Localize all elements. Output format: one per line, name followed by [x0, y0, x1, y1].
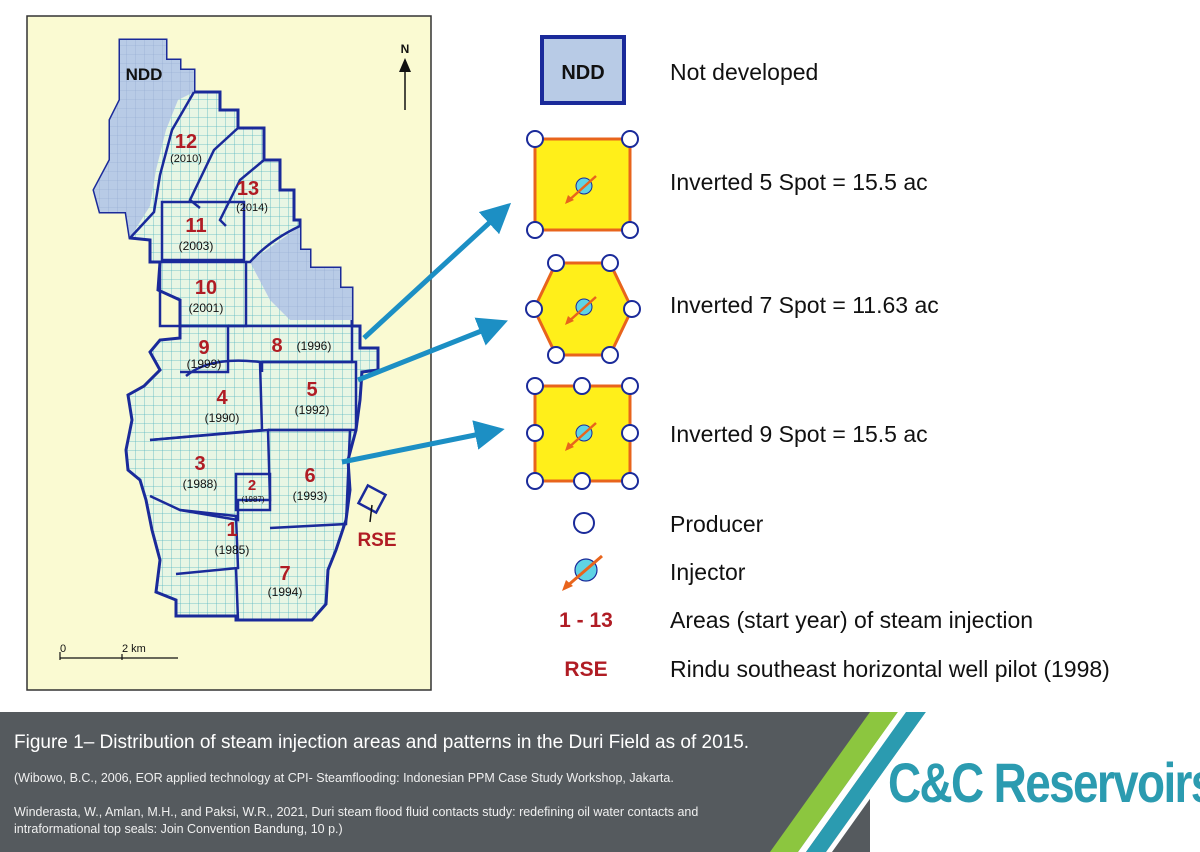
area-13-number: 13	[237, 178, 259, 200]
area-12-number: 12	[175, 131, 197, 153]
area-8-year: (1996)	[297, 339, 332, 353]
legend-ndd-swatch	[540, 35, 626, 105]
area-5-year: (1992)	[295, 403, 330, 417]
area-8-number: 8	[271, 335, 282, 357]
area-1-number: 1	[226, 519, 237, 541]
area-3-number: 3	[194, 453, 205, 475]
injector-icon	[562, 554, 603, 591]
brand-background	[870, 712, 1200, 852]
svg-text:2 km: 2 km	[122, 643, 146, 655]
scale-bar: 0 2 km	[59, 643, 178, 660]
legend-areas-desc: Areas (start year) of steam injection	[670, 607, 1033, 633]
legend-inverted-9: Inverted 9 Spot = 15.5 ac	[670, 421, 928, 447]
area-10-number: 10	[195, 277, 217, 299]
legend-areas-range: 1 - 13	[559, 609, 613, 632]
area-13-year: (2014)	[236, 202, 268, 214]
rse-pilot: RSE	[356, 483, 397, 551]
area-12-year: (2010)	[170, 153, 202, 165]
area-6-year: (1993)	[293, 489, 328, 503]
pattern-inverted-7-icon	[525, 254, 641, 364]
area-7-number: 7	[279, 563, 290, 585]
caption-reference-2: Winderasta, W., Amlan, M.H., and Paksi, …	[14, 805, 699, 836]
area-6-number: 6	[304, 465, 315, 487]
caption-reference-1: (Wibowo, B.C., 2006, EOR applied technol…	[14, 771, 674, 785]
ndd-region-west	[94, 40, 194, 238]
pattern-inverted-9-icon	[526, 377, 639, 490]
legend-inverted-5: Inverted 5 Spot = 15.5 ac	[670, 169, 928, 195]
legend-not-developed: Not developed	[670, 59, 818, 85]
area-5-number: 5	[306, 379, 317, 401]
svg-text:RSE: RSE	[357, 530, 396, 551]
area-2-number: 2	[248, 477, 256, 494]
brand-logo-text: C&C Reservoirs	[888, 751, 1200, 814]
legend-injector: Injector	[670, 559, 746, 585]
area-1-year: (1985)	[215, 543, 250, 557]
legend-inverted-7: Inverted 7 Spot = 11.63 ac	[670, 292, 939, 318]
area-3-year: (1988)	[183, 477, 218, 491]
producer-icon	[573, 512, 595, 534]
north-arrow: N	[399, 42, 411, 110]
map-ndd-label: NDD	[126, 65, 163, 84]
area-2-year: (1987)	[241, 495, 264, 504]
area-11-year: (2003)	[179, 239, 214, 253]
svg-text:0: 0	[60, 643, 66, 655]
legend-producer: Producer	[670, 511, 764, 537]
legend-rse: RSE	[564, 658, 607, 681]
pattern-inverted-5-icon	[526, 130, 639, 239]
area-9-year: (1999)	[187, 357, 222, 371]
area-11-number: 11	[185, 215, 206, 237]
brand-stripes	[770, 712, 932, 852]
area-7-year: (1994)	[268, 585, 303, 599]
area-9-number: 9	[198, 337, 209, 359]
figure-canvas: 1 (1985) 2 (1987) 3 (1988) 4 (1990) 5 (1…	[26, 15, 1110, 691]
ndd-region-east	[250, 226, 352, 320]
callout-arrows	[341, 202, 512, 465]
area-4-year: (1990)	[205, 411, 240, 425]
caption-title: Figure 1– Distribution of steam injectio…	[14, 732, 750, 753]
legend-rse-desc: Rindu southeast horizontal well pilot (1…	[670, 656, 1110, 682]
area-10-year: (2001)	[189, 301, 224, 315]
caption-panel: Figure 1– Distribution of steam injectio…	[0, 712, 1200, 852]
field-outline	[92, 38, 380, 622]
legend-ndd-swatch-label: NDD	[561, 62, 604, 84]
svg-text:N: N	[401, 42, 410, 56]
area-4-number: 4	[216, 387, 228, 409]
